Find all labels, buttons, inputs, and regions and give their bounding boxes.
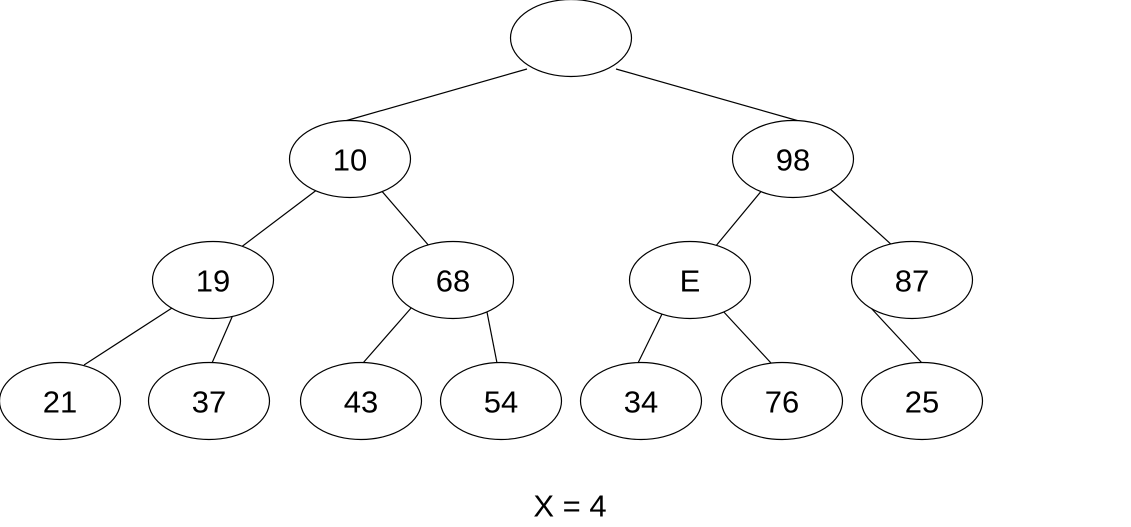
node-label-n19: 19 bbox=[196, 264, 230, 299]
node-label-n54: 54 bbox=[484, 385, 518, 420]
node-ellipse-n10 bbox=[288, 119, 412, 199]
node-ellipse-nE bbox=[628, 240, 752, 320]
tree-node-root[interactable] bbox=[509, 0, 633, 78]
tree-edge-n98-to-nE bbox=[714, 188, 764, 248]
tree-edge-root-to-n98 bbox=[615, 68, 807, 124]
tree-edge-n68-to-n54 bbox=[485, 306, 498, 364]
node-label-n87: 87 bbox=[895, 264, 929, 299]
node-label-n10: 10 bbox=[333, 143, 367, 178]
tree-node-n37[interactable]: 37 bbox=[147, 361, 271, 441]
node-ellipse-n19 bbox=[151, 240, 275, 320]
tree-edge-n87-to-n25 bbox=[870, 307, 923, 364]
edges-layer bbox=[83, 68, 923, 366]
tree-edge-n10-to-n19 bbox=[239, 188, 319, 249]
node-ellipse-n25 bbox=[860, 361, 984, 441]
node-ellipse-n54 bbox=[439, 361, 563, 441]
nodes-layer: 10 98 19 68 E 87 21 37 43 54 34 76 25 bbox=[0, 0, 984, 441]
tree-node-n34[interactable]: 34 bbox=[579, 361, 703, 441]
tree-node-n10[interactable]: 10 bbox=[288, 119, 412, 199]
node-label-n76: 76 bbox=[765, 385, 799, 420]
node-label-n98: 98 bbox=[776, 143, 810, 178]
tree-node-nE[interactable]: E bbox=[628, 240, 752, 320]
tree-node-n76[interactable]: 76 bbox=[720, 361, 844, 441]
node-ellipse-n37 bbox=[147, 361, 271, 441]
tree-edge-n98-to-n87 bbox=[827, 186, 895, 248]
tree-edge-n10-to-n68 bbox=[379, 188, 431, 248]
node-ellipse-n76 bbox=[720, 361, 844, 441]
tree-edge-n19-to-n21 bbox=[83, 307, 173, 366]
node-ellipse-n87 bbox=[850, 240, 974, 320]
node-ellipse-root bbox=[509, 0, 633, 78]
tree-edge-nE-to-n34 bbox=[637, 311, 664, 364]
node-label-n34: 34 bbox=[624, 385, 658, 420]
node-label-n68: 68 bbox=[436, 264, 470, 299]
node-label-n25: 25 bbox=[905, 385, 939, 420]
tree-edge-nE-to-n76 bbox=[721, 309, 772, 364]
node-ellipse-n34 bbox=[579, 361, 703, 441]
tree-node-n68[interactable]: 68 bbox=[391, 240, 515, 320]
tree-node-n19[interactable]: 19 bbox=[151, 240, 275, 320]
node-ellipse-n68 bbox=[391, 240, 515, 320]
tree-node-n54[interactable]: 54 bbox=[439, 361, 563, 441]
node-label-n21: 21 bbox=[43, 385, 77, 420]
tree-node-n25[interactable]: 25 bbox=[860, 361, 984, 441]
tree-node-n98[interactable]: 98 bbox=[731, 119, 855, 199]
node-label-n43: 43 bbox=[344, 385, 378, 420]
tree-node-n43[interactable]: 43 bbox=[299, 361, 423, 441]
node-label-n37: 37 bbox=[192, 385, 226, 420]
node-ellipse-n21 bbox=[0, 361, 122, 441]
diagram-caption: X = 4 bbox=[533, 489, 606, 524]
tree-node-n87[interactable]: 87 bbox=[850, 240, 974, 320]
node-ellipse-n43 bbox=[299, 361, 423, 441]
tree-edge-root-to-n10 bbox=[337, 68, 528, 124]
tree-edge-n68-to-n43 bbox=[362, 306, 413, 364]
tree-node-n21[interactable]: 21 bbox=[0, 361, 122, 441]
node-ellipse-n98 bbox=[731, 119, 855, 199]
node-label-nE: E bbox=[680, 264, 701, 299]
